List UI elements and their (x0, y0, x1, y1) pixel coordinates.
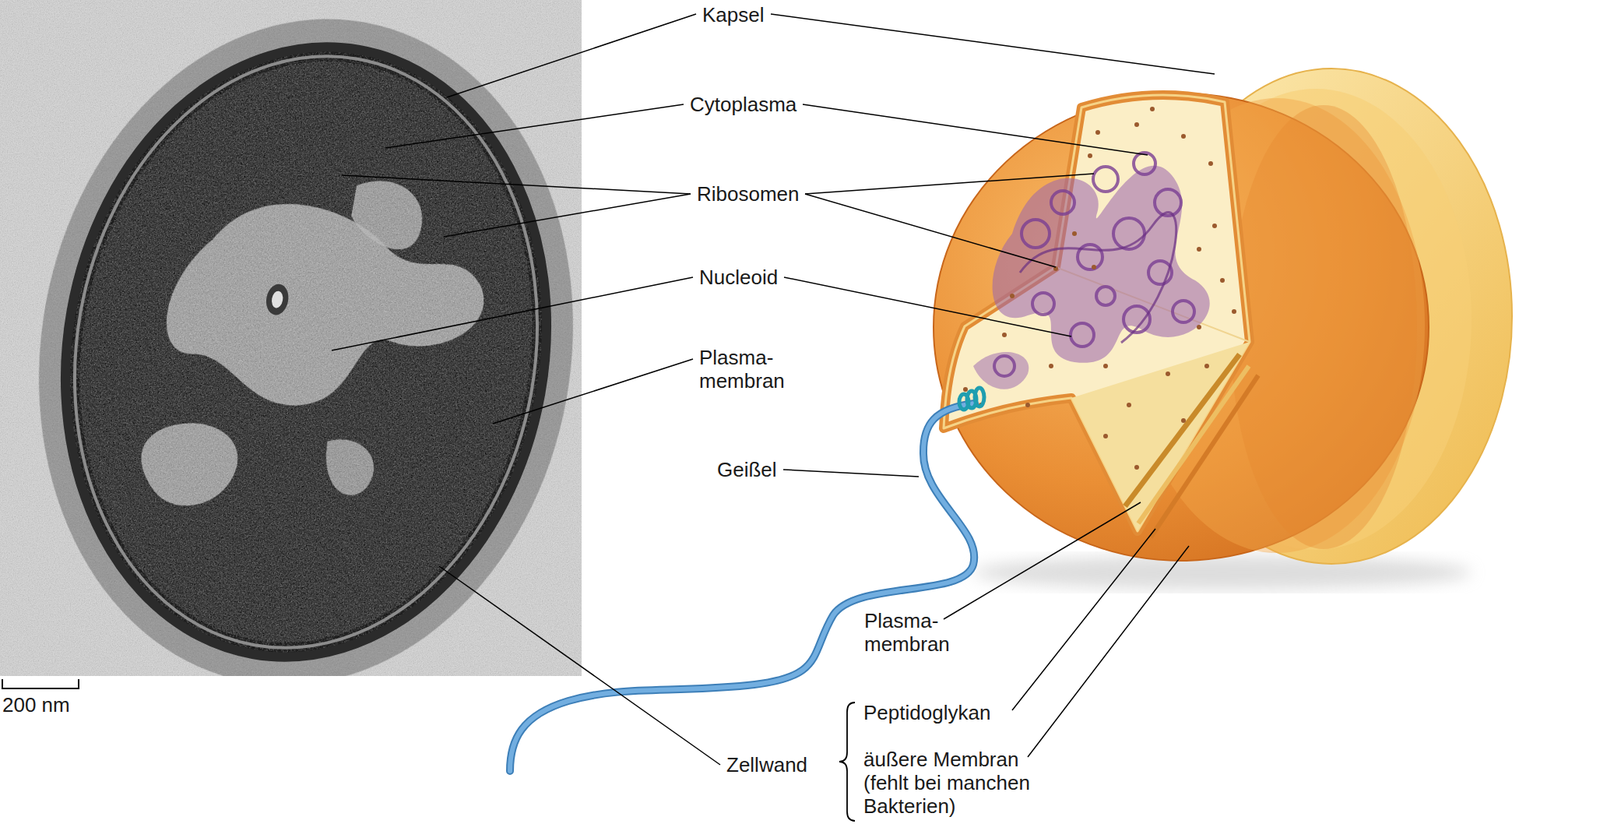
leader-lines-part (770, 14, 1215, 74)
bacterium-drawing-part-part (1009, 293, 1015, 299)
part-label: äußere Membran (fehlt bei manchen Bakter… (863, 747, 1055, 818)
brace (839, 702, 855, 821)
bacterium-drawing-part-part (1032, 292, 1055, 315)
part-label: Kapsel (702, 3, 765, 27)
leader-lines-part (784, 277, 1072, 337)
bacterium-drawing-part-part (1087, 153, 1093, 159)
micrograph-part-part (28, 19, 582, 676)
bacterium-drawing-part-part (1208, 161, 1214, 166)
leader-lines-part (341, 175, 691, 194)
leader-lines-part (446, 14, 697, 98)
bacterium-drawing-part-part (1051, 190, 1075, 215)
bacterium-drawing-part-part (1072, 231, 1077, 236)
bacterium-drawing-part-part (1091, 264, 1097, 270)
micrograph-part-part (17, 8, 582, 676)
bacterium-drawing-part-part (1002, 332, 1007, 338)
bacterium-drawing-part-part (1165, 371, 1171, 377)
bacterium-drawing-part-part (1196, 246, 1202, 252)
bacterium-drawing-part-part (1172, 300, 1195, 323)
leader-lines-part (802, 104, 1148, 155)
micrograph-part-part (133, 414, 244, 514)
bacterium-drawing-part-part (1103, 363, 1108, 369)
part-label: Nucleoid (699, 265, 778, 289)
bacterium-drawing-part-part (1181, 418, 1186, 423)
leader-lines-part (331, 277, 693, 351)
bacterium-drawing-part-part (1220, 277, 1225, 283)
bacterium-drawing-part-part (1149, 106, 1155, 112)
micrograph-part (0, 0, 582, 676)
leader-lines (331, 14, 1215, 765)
bacterium-drawing-part-part (1126, 402, 1132, 408)
bacterium-drawing-part (1150, 375, 1259, 538)
micrograph-part-part (318, 436, 379, 499)
part-label: Zellwand (726, 752, 808, 777)
micrograph-part-part (154, 184, 496, 437)
bacterium-drawing-part-part (1133, 152, 1156, 175)
micrograph-part-part (270, 290, 285, 310)
micrograph-part-part (14, 4, 582, 676)
bacterium-drawing-part-part (1212, 223, 1217, 229)
bacterium-drawing-part-part (1096, 286, 1115, 306)
part-label: Plasma- membran (864, 608, 962, 656)
flagellum-part (959, 387, 985, 410)
bacterium-drawing-part (933, 93, 1429, 561)
leader-lines-part (783, 469, 919, 477)
bacterium-drawing-part-part (1204, 363, 1210, 369)
bacterium-drawing-part-part (963, 386, 968, 392)
bacterium-drawing-part-part (1103, 433, 1108, 439)
leader-lines-part (443, 193, 691, 237)
bacterium-drawing (933, 68, 1513, 590)
leader-lines-part (805, 173, 1094, 194)
bacterium-drawing-part (943, 94, 1250, 531)
bacterium-drawing-part (1019, 212, 1177, 343)
bacterium-drawing-part-part (1021, 219, 1050, 248)
leader-lines-part (805, 193, 1056, 268)
bacterium-drawing-part-part (1025, 402, 1031, 408)
scale-bar (2, 678, 79, 689)
bacterium-drawing-part (1071, 341, 1250, 531)
leader-lines-part (1027, 545, 1189, 757)
bacterium-drawing-part (1138, 365, 1249, 524)
bacterium-drawing-part-part (994, 355, 1015, 377)
leader-lines-part (385, 104, 684, 148)
part-label: Ribosomen (696, 182, 800, 206)
part-label: Geißel (717, 457, 778, 482)
bacterium-drawing-part (992, 165, 1210, 363)
bacterium-drawing-part-part (1196, 324, 1202, 330)
part-label: Cytoplasma (689, 92, 797, 117)
bacterium-drawing-part-part (1048, 363, 1054, 369)
bacterium-drawing-part (963, 106, 1237, 470)
part-label: 200 nm (2, 692, 71, 717)
bacterium-drawing-part-part (1181, 133, 1186, 139)
bacterium-drawing-part-part (1231, 309, 1237, 314)
bacterium-drawing-part (994, 152, 1195, 377)
leader-lines-part (492, 358, 693, 424)
bacterium-drawing-part-part (1134, 464, 1140, 470)
bacterium-drawing-part (943, 94, 1250, 531)
bacterium-drawing-part-part (1095, 130, 1101, 135)
bacterium-drawing-part (973, 351, 1029, 390)
bacterium-drawing-part-part (1070, 323, 1094, 347)
flagellum-part-part (974, 387, 985, 407)
part-label: Peptidoglykan (863, 700, 991, 725)
micrograph-part-part (34, 24, 578, 676)
micrograph-part-part (0, 0, 582, 676)
bacterium-drawing-part (973, 555, 1472, 590)
leader-lines-part (943, 502, 1141, 619)
bacterium-drawing-part-part (1093, 166, 1119, 192)
part-label: Plasma- membran (699, 345, 797, 393)
micrograph-part-part (263, 281, 292, 317)
micrograph-part-part (347, 175, 430, 254)
micrograph (0, 0, 582, 676)
bacterium-drawing-part (1230, 105, 1418, 549)
leader-lines-part (439, 566, 721, 765)
bacterium-drawing-part-part (1134, 122, 1140, 127)
